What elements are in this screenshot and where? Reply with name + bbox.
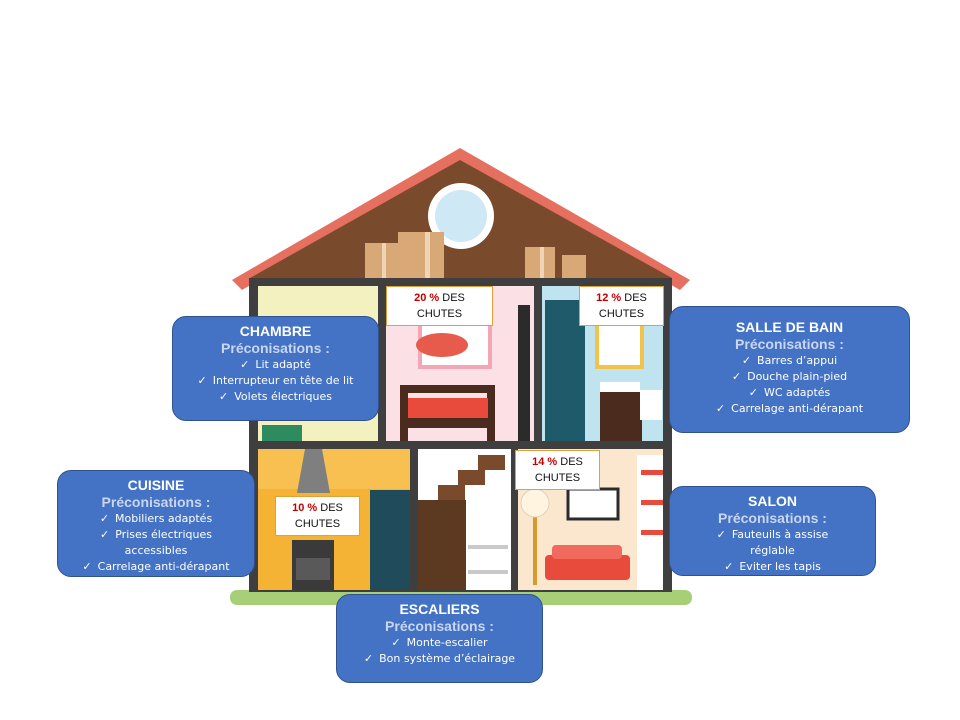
callout-subtitle: Préconisations : [735,336,844,352]
callout-escaliers: ESCALIERS Préconisations : ✓Monte-escali… [336,594,543,683]
box [562,255,586,278]
list-item: ✓Lit adapté [240,358,311,371]
list-item: ✓Interrupteur en tête de lit [197,374,354,387]
callout-chambre: CHAMBRE Préconisations : ✓Lit adapté ✓In… [172,316,379,421]
stat-text: DES [317,502,343,514]
box [398,232,444,278]
check-icon: ✓ [82,560,92,573]
callout-title: CHAMBRE [239,323,312,339]
callout-title: SALON [748,493,797,509]
callout-cuisine: CUISINE Préconisations : ✓Mobiliers adap… [57,470,255,577]
stat-text: DES [621,292,647,304]
stat-percent: 10 % [292,502,318,514]
callout-subtitle: Préconisations : [221,340,330,356]
stat-percent: 14 % [532,456,558,468]
stat-text: CHUTES [294,518,341,530]
check-icon: ✓ [100,528,110,541]
stat-percent: 20 % [414,292,440,304]
stat-text: CHUTES [534,472,581,484]
callout-subtitle: Préconisations : [385,618,494,634]
list-item: ✓Monte-escalier [391,636,488,649]
check-icon: ✓ [715,402,726,415]
callout-title: ESCALIERS [399,601,480,617]
list-item: ✓Douche plain-pied [731,370,848,383]
stat-salle-de-bain: 12 % DES CHUTES [579,286,664,326]
list-item: ✓Barres d’appui [741,354,838,367]
stat-percent: 12 % [596,292,622,304]
check-icon: ✓ [716,528,726,541]
check-icon: ✓ [748,386,758,399]
check-icon: ✓ [363,652,374,665]
stat-chambre: 20 % DES CHUTES [386,286,493,326]
stat-salon: 14 % DES CHUTES [515,450,600,490]
callout-subtitle: Préconisations : [718,510,827,526]
callout-subtitle: Préconisations : [101,494,211,510]
check-icon: ✓ [724,560,734,573]
check-icon: ✓ [741,354,752,367]
stat-text: DES [439,292,465,304]
check-icon: ✓ [219,390,229,403]
stat-text: CHUTES [598,308,645,320]
list-item: ✓Volets électriques [219,390,332,403]
list-item: ✓Eviter les tapis [724,560,821,573]
list-item: ✓Mobiliers adaptés [99,512,213,525]
check-icon: ✓ [99,512,110,525]
callout-salle-de-bain: SALLE DE BAIN Préconisations : ✓Barres d… [669,306,910,433]
list-item: ✓WC adaptés [748,386,831,399]
stat-cuisine: 10 % DES CHUTES [275,496,360,536]
check-icon: ✓ [197,374,207,387]
list-item: ✓Carrelage anti-dérapant [715,402,864,415]
check-icon: ✓ [391,636,401,649]
callout-title: CUISINE [127,477,185,493]
list-item: ✓Bon système d’éclairage [363,652,516,665]
check-icon: ✓ [240,358,250,371]
callout-salon: SALON Préconisations : ✓Fauteuils à assi… [669,486,876,576]
check-icon: ✓ [731,370,742,383]
stat-text: CHUTES [416,308,463,320]
callout-title: SALLE DE BAIN [735,319,844,335]
stat-text: DES [557,456,583,468]
list-item: ✓Carrelage anti-dérapant [82,560,230,573]
